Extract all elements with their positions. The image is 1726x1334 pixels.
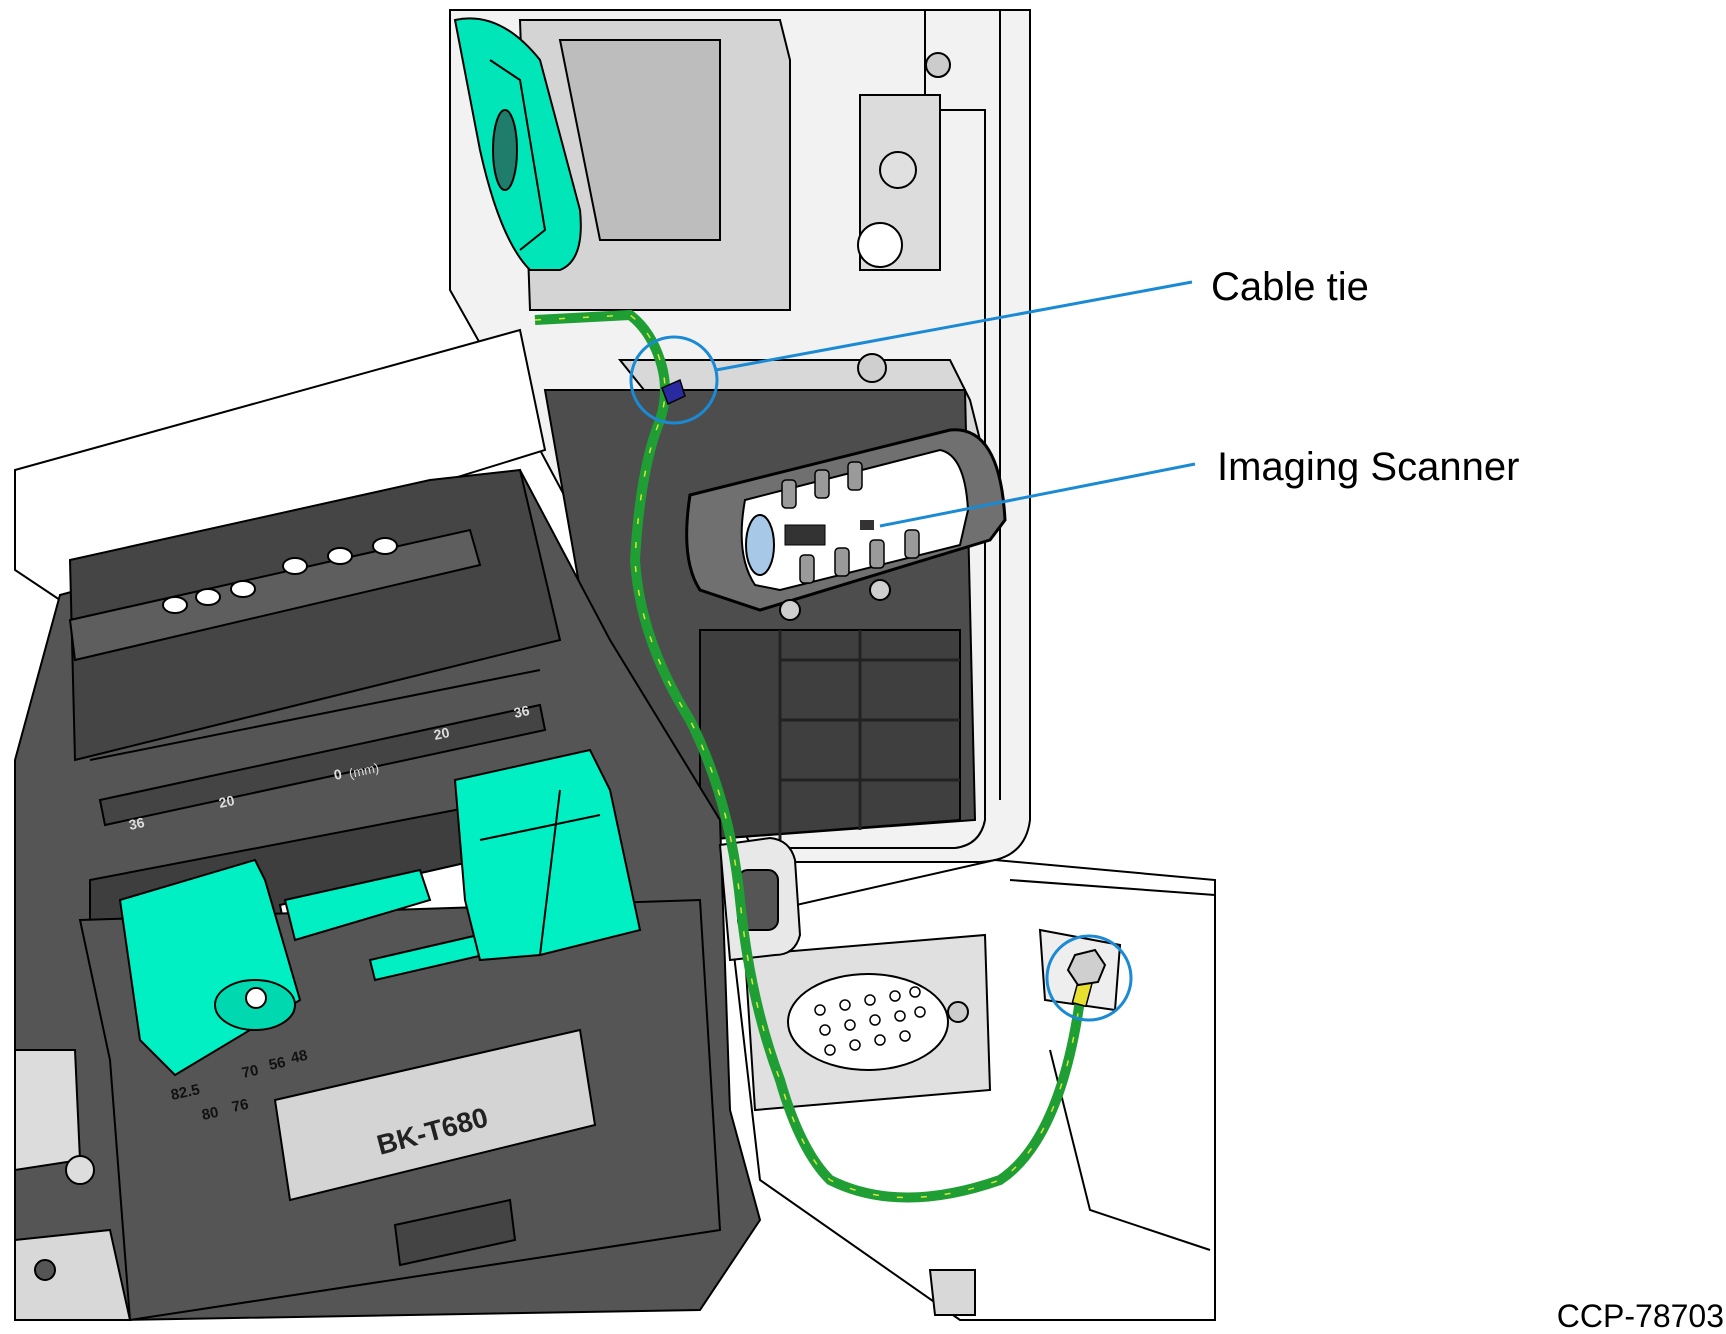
imaging-scanner-label: Imaging Scanner bbox=[1217, 445, 1520, 489]
scale-tick: 20 bbox=[432, 724, 451, 743]
cable-tie-label: Cable tie bbox=[1211, 265, 1369, 309]
scale-tick: 36 bbox=[512, 702, 531, 721]
ground-stud-callout-circle bbox=[1045, 934, 1133, 1022]
width-markings: 82.5 80 76 70 56 48 bbox=[169, 1047, 309, 1124]
cable-tie-leader-line bbox=[715, 280, 1193, 372]
imaging-scanner-leader-line bbox=[879, 462, 1196, 528]
width-marking: 48 bbox=[289, 1047, 309, 1067]
figure-id: CCP-78703 bbox=[1556, 1298, 1724, 1334]
paper-roll-holder bbox=[453, 17, 582, 271]
width-marking: 70 bbox=[240, 1062, 260, 1082]
cable-tie-callout-circle bbox=[629, 335, 719, 425]
scale-tick: 20 bbox=[217, 792, 236, 811]
cable-tie bbox=[661, 378, 686, 406]
paper-guide-left bbox=[118, 858, 507, 1077]
width-marking: 56 bbox=[267, 1054, 287, 1074]
paper-guide-right bbox=[453, 748, 642, 962]
imaging-scanner bbox=[685, 428, 1007, 621]
vent-holes bbox=[162, 537, 398, 614]
scale-tick: 0 bbox=[332, 766, 343, 783]
scale-unit: (mm) bbox=[348, 760, 381, 781]
scale-ticks: 36 20 0 20 36 bbox=[127, 702, 531, 833]
width-marking: 80 bbox=[200, 1104, 220, 1124]
scale-tick: 36 bbox=[127, 814, 146, 833]
width-marking: 76 bbox=[230, 1096, 250, 1116]
width-marking: 82.5 bbox=[169, 1081, 201, 1104]
